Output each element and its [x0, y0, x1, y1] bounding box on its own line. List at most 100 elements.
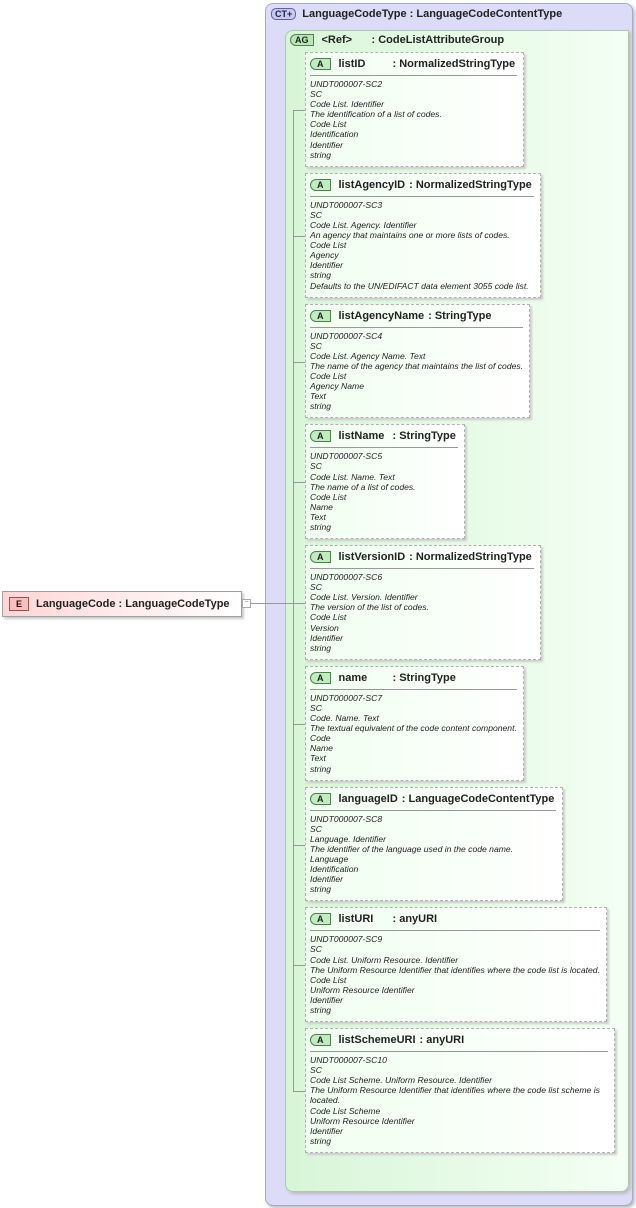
attribute-name: listAgencyID — [338, 178, 406, 191]
doc-line: Code List — [310, 240, 347, 251]
doc-line: The identification of a list of codes. — [310, 109, 442, 120]
attribute-header: A listURI : anyURI — [310, 908, 600, 932]
doc-line: Code List — [310, 370, 347, 381]
doc-line: Code List. Identifier — [310, 99, 385, 110]
doc-line: Code List. Agency Name. Text — [310, 350, 426, 361]
doc-line: SC — [310, 944, 322, 955]
complex-type-base: : LanguageCodeContentType — [409, 8, 563, 20]
connector-line — [293, 1090, 305, 1092]
attribute-icon: A — [310, 913, 331, 926]
attribute-header: A listSchemeURI : anyURI — [310, 1029, 608, 1053]
doc-line: The version of the list of codes. — [310, 602, 429, 613]
attribute-header: A listName : StringType — [310, 425, 458, 449]
attribute-group-name: : CodeListAttributeGroup — [371, 34, 505, 46]
doc-line: Identifier — [310, 139, 343, 150]
connector-line — [293, 964, 305, 966]
attribute-icon: A — [310, 551, 331, 564]
attribute-listAgencyID[interactable]: A listAgencyID : NormalizedStringType UN… — [305, 172, 541, 298]
doc-line: Code List. Uniform Resource. Identifier — [310, 954, 459, 965]
doc-line: UNDT000007-SC2 — [310, 79, 383, 89]
doc-line: Code List — [310, 974, 347, 985]
attribute-type: : NormalizedStringType — [392, 58, 516, 70]
doc-line: UNDT000007-SC3 — [310, 199, 383, 210]
attribute-header: A name : StringType — [310, 667, 517, 690]
doc-line: Agency — [310, 250, 339, 261]
connector-line — [293, 481, 305, 483]
doc-line: SC — [310, 582, 322, 593]
doc-line: Text — [310, 511, 326, 522]
attribute-header: A listID : NormalizedStringType — [310, 53, 518, 76]
doc-line: Code. Name. Text — [310, 713, 379, 724]
attribute-name: listSchemeURI — [338, 1034, 416, 1047]
attribute-header: A listAgencyID : NormalizedStringType — [310, 174, 534, 197]
element-icon: E — [9, 597, 29, 611]
doc-line: SC — [310, 340, 322, 351]
doc-line: Identification — [310, 864, 359, 875]
attribute-listAgencyName[interactable]: A listAgencyName : StringType UNDT000007… — [305, 303, 531, 419]
attribute-type: : anyURI — [419, 1034, 465, 1047]
doc-line: Name — [310, 743, 333, 754]
doc-line: string — [310, 1135, 332, 1146]
doc-line: string — [310, 1005, 332, 1015]
doc-line: The name of a list of codes. — [310, 481, 416, 492]
doc-line: Text — [310, 391, 326, 402]
doc-line: string — [310, 270, 332, 281]
element-box[interactable]: E LanguageCode : LanguageCodeType — [2, 591, 242, 617]
doc-line: SC — [310, 823, 322, 834]
doc-line: Code List. Name. Text — [310, 471, 395, 482]
connector-line — [293, 844, 305, 846]
doc-line: string — [310, 763, 332, 774]
doc-line: Code List Scheme. Uniform Resource. Iden… — [310, 1075, 492, 1086]
attribute-type: : NormalizedStringType — [409, 178, 532, 191]
collapse-button[interactable]: − — [242, 599, 251, 608]
attribute-name: listVersionID — [338, 551, 406, 564]
connector-line — [293, 235, 305, 237]
attribute-languageID[interactable]: A languageID : LanguageCodeContentType U… — [305, 786, 564, 902]
doc-line: Code — [310, 733, 331, 744]
doc-line: UNDT000007-SC7 — [310, 692, 383, 703]
doc-line: string — [310, 522, 332, 532]
doc-line: Text — [310, 753, 326, 764]
doc-line: Version — [310, 622, 339, 633]
attribute-list: A listID : NormalizedStringType UNDT0000… — [305, 52, 615, 1153]
connector-line — [293, 109, 294, 1091]
doc-line: Name — [310, 501, 333, 512]
attribute-icon: A — [310, 58, 331, 70]
doc-line: The textual equivalent of the code conte… — [310, 723, 517, 734]
doc-line: SC — [310, 209, 322, 220]
element-name: LanguageCode — [36, 598, 116, 610]
attribute-listSchemeURI[interactable]: A listSchemeURI : anyURI UNDT000007-SC10… — [305, 1028, 615, 1153]
complex-type-name: LanguageCodeType — [302, 8, 407, 20]
attribute-icon: A — [310, 792, 331, 805]
attribute-header: A languageID : LanguageCodeContentType — [310, 788, 557, 811]
doc-line: Identifier — [310, 874, 343, 885]
element-type: : LanguageCodeType — [118, 598, 230, 610]
doc-line: string — [310, 884, 332, 895]
connector-line — [293, 109, 305, 111]
attribute-header: A listVersionID : NormalizedStringType — [310, 546, 534, 570]
connector-line — [293, 602, 305, 604]
doc-line: Agency Name — [310, 381, 364, 392]
attribute-name: listName — [338, 430, 385, 443]
doc-line: Code List. Agency. Identifier — [310, 219, 417, 230]
attribute-listID[interactable]: A listID : NormalizedStringType UNDT0000… — [305, 52, 525, 167]
attribute-listVersionID[interactable]: A listVersionID : NormalizedStringType U… — [305, 545, 541, 660]
connector-line — [249, 603, 293, 604]
doc-line: Identification — [310, 129, 359, 140]
attribute-type: : StringType — [428, 309, 492, 322]
attribute-name: listAgencyName — [338, 309, 425, 322]
doc-line: Uniform Resource Identifier — [310, 984, 415, 995]
doc-line: Code List. Version. Identifier — [310, 592, 418, 603]
doc-line: string — [310, 149, 332, 160]
doc-line: UNDT000007-SC9 — [310, 934, 383, 945]
complex-type-header: CT+ LanguageCodeType : LanguageCodeConte… — [271, 8, 562, 20]
